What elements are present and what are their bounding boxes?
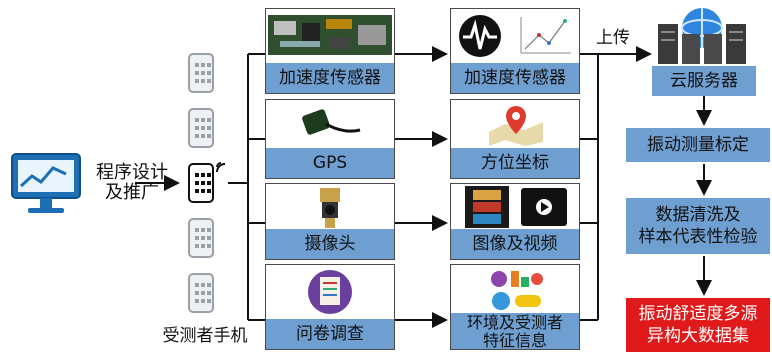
data-label: 方位坐标 bbox=[451, 148, 579, 178]
subjects-label: 受测者手机 bbox=[162, 326, 248, 346]
data-card-media: 图像及视频 bbox=[450, 183, 580, 260]
film-strip-icon bbox=[465, 186, 509, 228]
sensor-card-accelerometer: 加速度传感器 bbox=[265, 8, 395, 94]
infographic-icon bbox=[487, 267, 545, 313]
map-pin-icon bbox=[485, 102, 547, 146]
signal-icon bbox=[214, 158, 234, 178]
gps-module-icon bbox=[296, 104, 366, 144]
data-label: 加速度传感器 bbox=[451, 63, 579, 93]
sensor-card-gps: GPS bbox=[265, 99, 395, 179]
phone-icon bbox=[188, 273, 214, 313]
computer-icon bbox=[8, 150, 84, 218]
sensor-label: 加速度传感器 bbox=[266, 63, 394, 93]
phone-icon bbox=[188, 53, 214, 93]
sensor-card-camera: 摄像头 bbox=[265, 183, 395, 260]
upload-label: 上传 bbox=[596, 28, 630, 48]
data-card-environment: 环境及受测者 特征信息 bbox=[450, 264, 580, 350]
circuit-board-icon bbox=[268, 11, 392, 59]
video-play-icon bbox=[521, 188, 567, 226]
data-label: 环境及受测者 特征信息 bbox=[451, 313, 579, 350]
waveform-icon bbox=[457, 13, 503, 59]
process-label: 程序设计 及推广 bbox=[96, 162, 168, 203]
result-dataset-box: 振动舒适度多源 异构大数据集 bbox=[626, 298, 770, 352]
sensor-label: GPS bbox=[266, 148, 394, 178]
calibration-box: 振动测量标定 bbox=[626, 128, 770, 162]
cloud-server-icon bbox=[652, 4, 752, 66]
phone-icon bbox=[188, 108, 214, 148]
camera-module-icon bbox=[314, 186, 348, 230]
active-phone-icon bbox=[188, 163, 214, 203]
cloud-server-box: 云服务器 bbox=[652, 66, 756, 96]
phone-icon bbox=[188, 218, 214, 258]
sensor-label: 摄像头 bbox=[266, 229, 394, 259]
data-label: 图像及视频 bbox=[451, 229, 579, 259]
cleaning-box: 数据清洗及 样本代表性检验 bbox=[626, 198, 770, 254]
data-card-acceleration: 加速度传感器 bbox=[450, 8, 580, 94]
scatter-graph-icon bbox=[515, 13, 575, 59]
sensor-label: 问卷调查 bbox=[266, 319, 394, 349]
sensor-card-questionnaire: 问卷调查 bbox=[265, 264, 395, 350]
data-card-location: 方位坐标 bbox=[450, 99, 580, 179]
questionnaire-icon bbox=[306, 267, 354, 317]
